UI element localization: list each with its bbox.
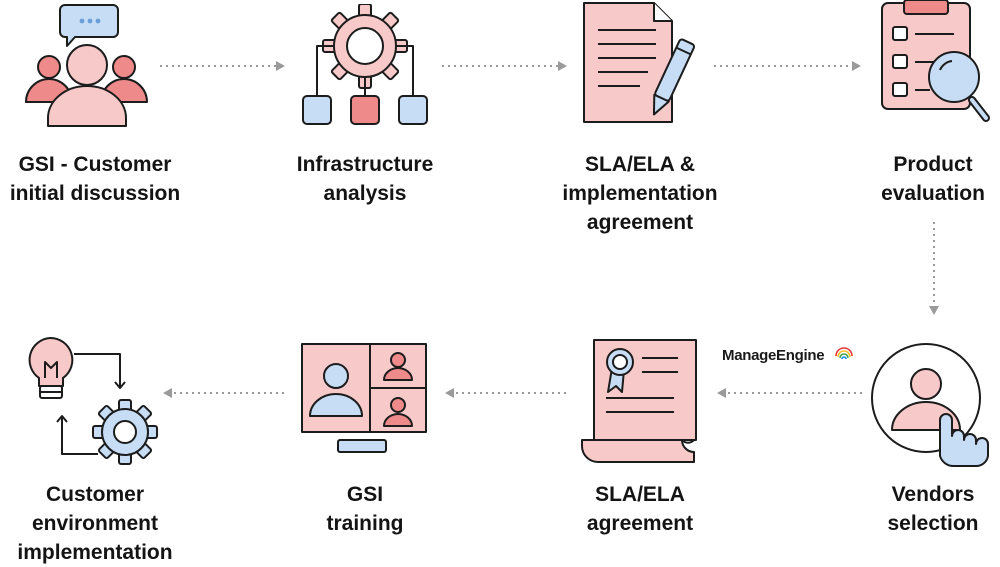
logo-arc-icon: [835, 347, 853, 360]
certificate-scroll-icon: [581, 339, 697, 463]
step-label-customer-environment: Customer environment implementation: [0, 480, 190, 567]
infrastructure-gear-icon: [302, 4, 428, 125]
label-line: Infrastructure: [296, 153, 434, 176]
step-label-initial-discussion: GSI - Customer initial discussion: [0, 150, 190, 208]
vendor-selection-icon: [871, 343, 989, 468]
arrow-left-1: [717, 388, 864, 398]
arrow-left-2: [445, 388, 570, 398]
logo-text: ManageEngine: [722, 347, 825, 364]
label-line: agreement: [586, 211, 694, 234]
label-line: implementation: [562, 182, 718, 205]
discussion-icon: [25, 4, 148, 127]
arrow-right-2: [442, 61, 567, 71]
arrow-right-1: [160, 61, 285, 71]
label-line: analysis: [323, 182, 407, 205]
label-line: GSI: [346, 483, 384, 506]
label-line: evaluation: [881, 182, 985, 205]
label-line: Product: [893, 153, 973, 176]
label-line: selection: [887, 512, 979, 535]
manageengine-logo: ManageEngine: [722, 347, 825, 364]
step-label-vendors-selection: Vendors selection: [866, 480, 1000, 538]
step-label-gsi-training: GSI training: [265, 480, 465, 538]
label-line: GSI - Customer: [18, 153, 172, 176]
label-line: training: [326, 512, 404, 535]
step-label-sla-ela-agreement: SLA/ELA agreement: [540, 480, 740, 538]
arrow-right-3: [714, 61, 861, 71]
label-line: Vendors: [891, 483, 975, 506]
label-line: agreement: [586, 512, 694, 535]
label-line: implementation: [17, 541, 173, 564]
label-line: environment: [31, 512, 159, 535]
label-line: SLA/ELA: [595, 483, 685, 506]
label-line: initial discussion: [9, 182, 181, 205]
clipboard-magnifier-icon: [881, 0, 990, 122]
label-line: Customer: [45, 483, 145, 506]
arrow-down: [929, 222, 939, 315]
label-line: SLA/ELA &: [584, 153, 696, 176]
idea-gear-icon: [28, 336, 158, 465]
step-label-sla-ela-implementation: SLA/ELA & implementation agreement: [540, 150, 740, 237]
arrow-left-3: [163, 388, 288, 398]
video-training-icon: [301, 343, 427, 453]
step-label-infrastructure: Infrastructure analysis: [265, 150, 465, 208]
step-label-product-evaluation: Product evaluation: [866, 150, 1000, 208]
document-pen-icon: [583, 2, 696, 123]
